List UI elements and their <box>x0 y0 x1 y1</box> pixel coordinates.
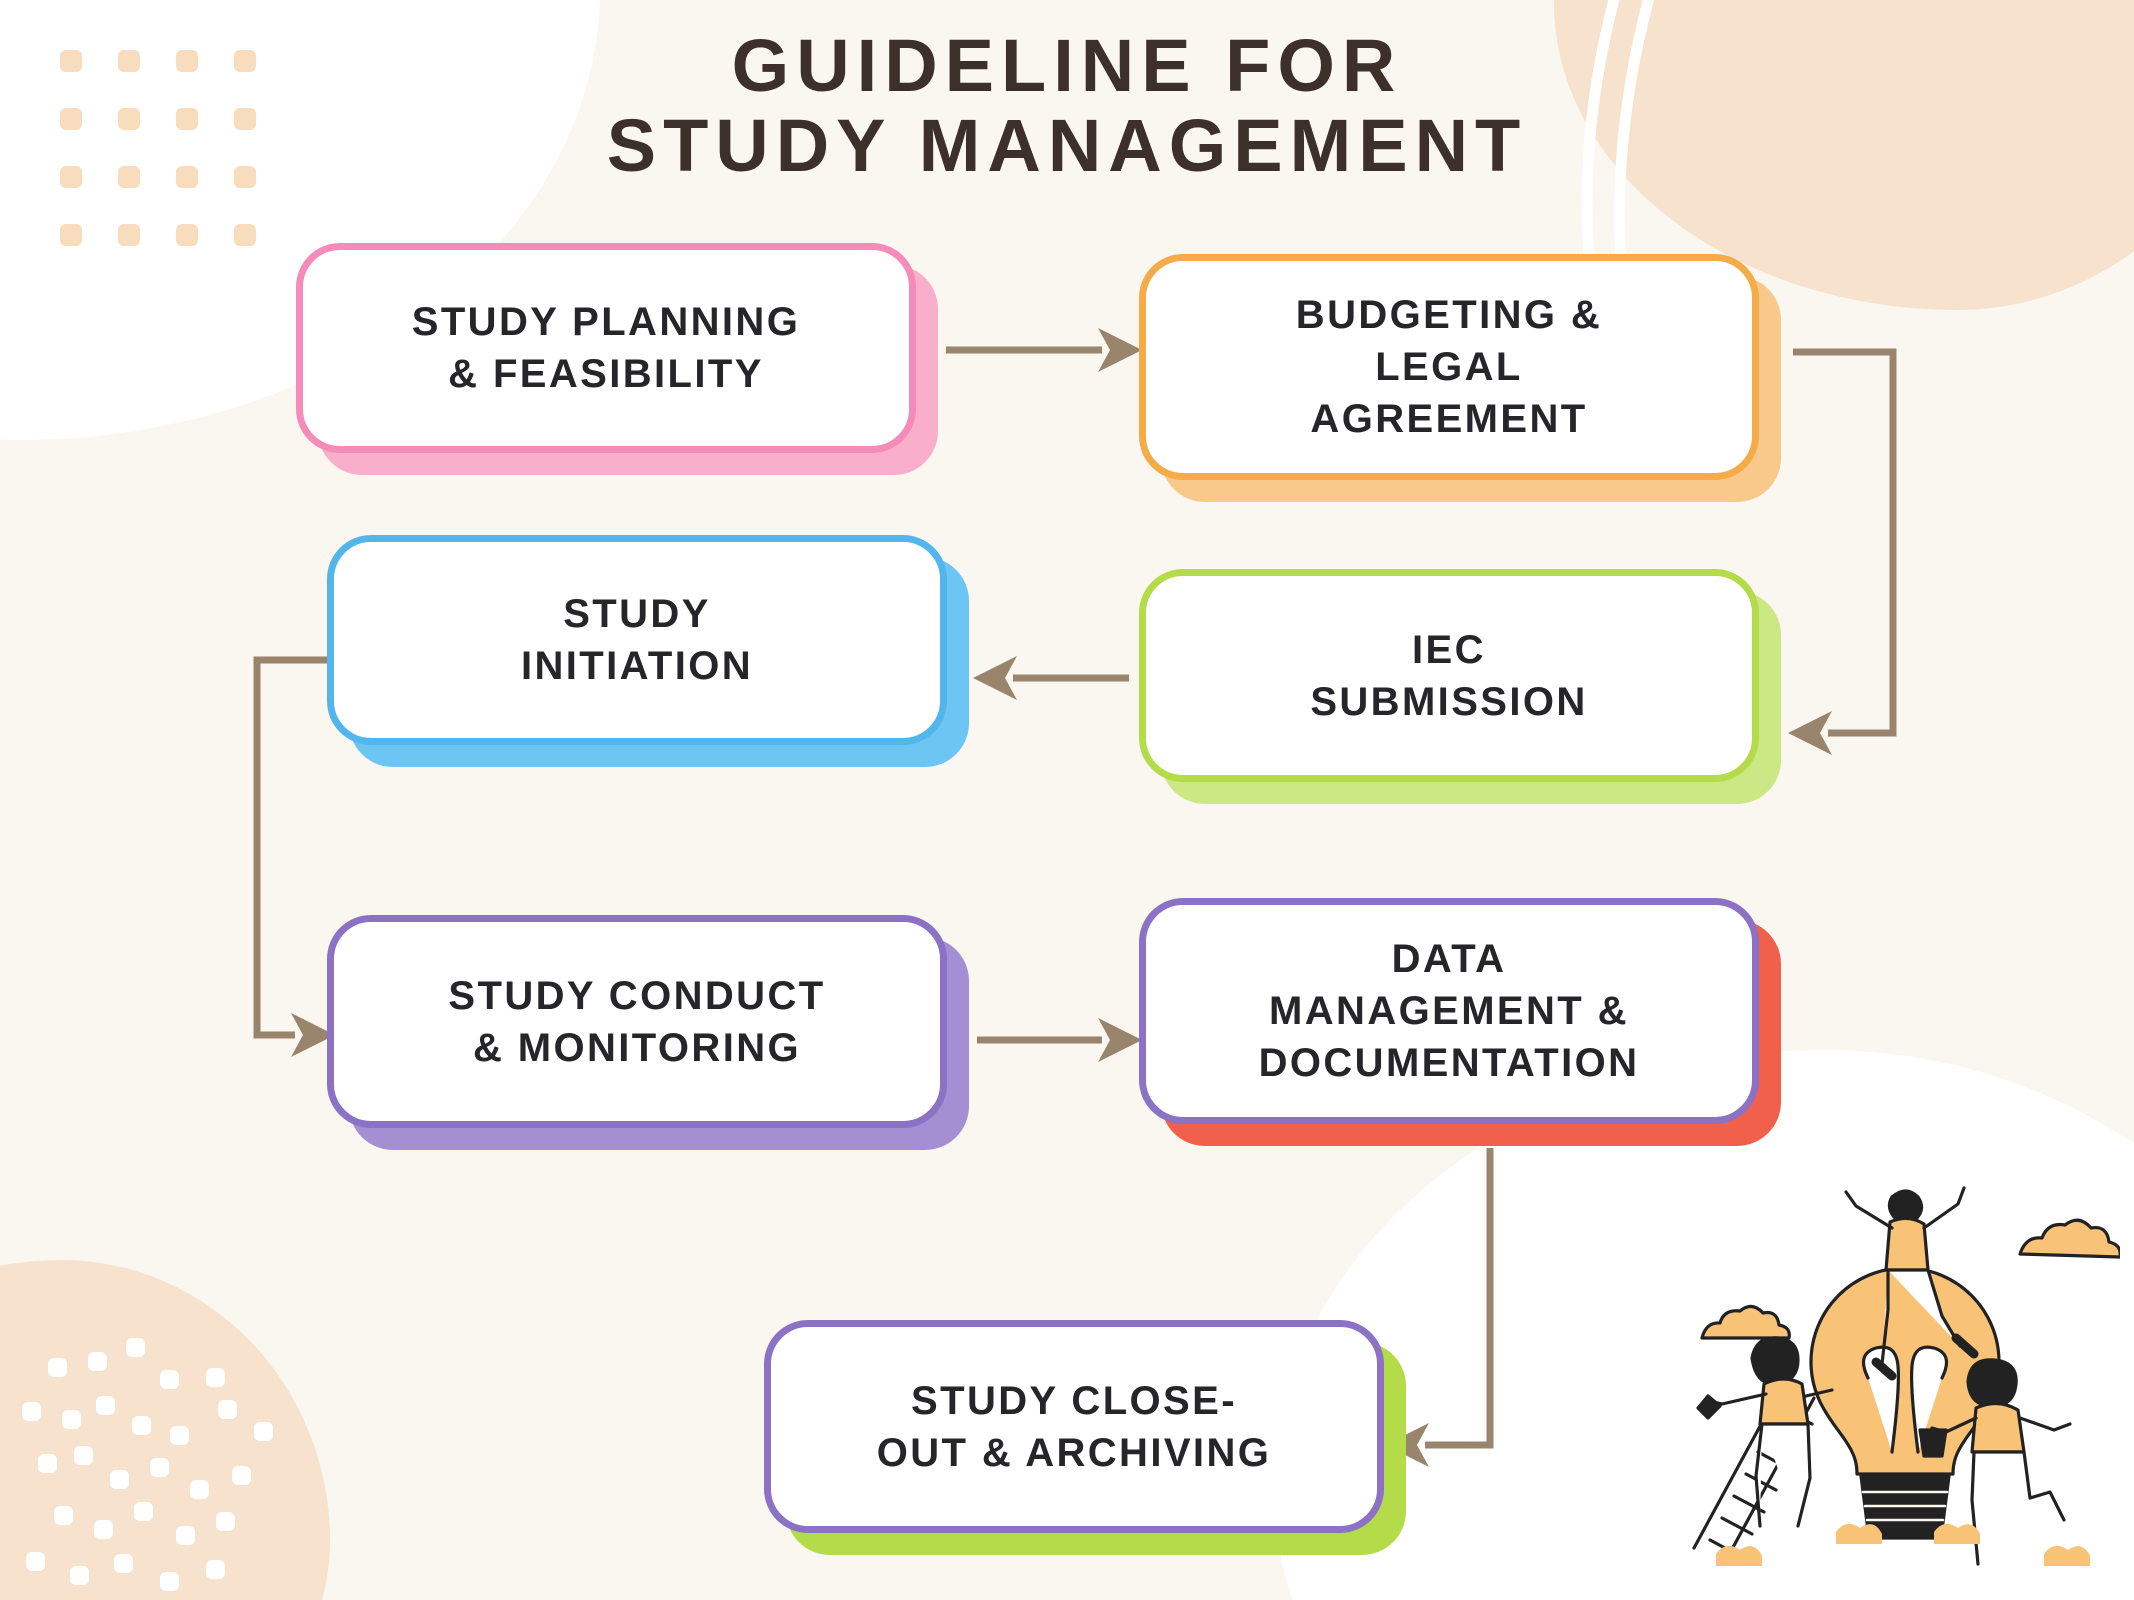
flow-node-study-planning-feasibility[interactable]: STUDY PLANNING & FEASIBILITY <box>296 243 938 475</box>
flow-node-card[interactable]: BUDGETING & LEGAL AGREEMENT <box>1139 254 1759 480</box>
lightbulb-icon <box>1809 1266 2001 1540</box>
person-left-icon <box>1696 1336 1834 1528</box>
cloud-right-icon <box>2018 1218 2120 1259</box>
person-right-icon <box>1918 1358 2072 1566</box>
connector-initiation-to-conduct <box>253 656 335 1057</box>
flow-node-study-close-out-archiving[interactable]: STUDY CLOSE- OUT & ARCHIVING <box>764 1320 1406 1555</box>
flow-node-label: STUDY CLOSE- OUT & ARCHIVING <box>876 1378 1272 1475</box>
flow-node-label: BUDGETING & LEGAL AGREEMENT <box>1295 293 1603 441</box>
person-celebrating-icon <box>1844 1186 1979 1381</box>
lightbulb-teamwork-illustration <box>1692 1186 2120 1566</box>
cloud-left-icon <box>1700 1304 1791 1340</box>
flow-node-card[interactable]: STUDY CLOSE- OUT & ARCHIVING <box>764 1320 1384 1533</box>
flow-node-data-management-documentation[interactable]: DATA MANAGEMENT & DOCUMENTATION <box>1139 898 1781 1146</box>
connector-budgeting-to-iec <box>1788 348 1897 755</box>
flow-node-label: STUDY INITIATION <box>520 592 754 688</box>
page-title: GUIDELINE FOR STUDY MANAGEMENT <box>606 24 1528 187</box>
flow-node-card[interactable]: STUDY INITIATION <box>327 535 947 745</box>
flow-node-label: STUDY CONDUCT & MONITORING <box>448 973 826 1070</box>
flow-node-budgeting-legal-agreement[interactable]: BUDGETING & LEGAL AGREEMENT <box>1139 254 1781 502</box>
flow-node-card[interactable]: DATA MANAGEMENT & DOCUMENTATION <box>1139 898 1759 1124</box>
flow-node-card[interactable]: STUDY CONDUCT & MONITORING <box>327 915 947 1128</box>
connector-planning-to-budgeting <box>946 328 1142 372</box>
flow-node-label: IEC SUBMISSION <box>1310 627 1588 724</box>
flow-node-study-conduct-monitoring[interactable]: STUDY CONDUCT & MONITORING <box>327 915 969 1150</box>
flow-node-card[interactable]: STUDY PLANNING & FEASIBILITY <box>296 243 916 453</box>
flow-node-iec-submission[interactable]: IEC SUBMISSION <box>1139 569 1781 804</box>
connector-conduct-to-data <box>977 1018 1142 1062</box>
flow-node-label: STUDY PLANNING & FEASIBILITY <box>411 300 801 396</box>
flow-node-label: DATA MANAGEMENT & DOCUMENTATION <box>1258 937 1640 1085</box>
ground-tufts-icon <box>1716 1523 2090 1566</box>
connector-iec-to-initiation <box>973 656 1129 700</box>
connector-data-to-closeout <box>1385 1148 1494 1467</box>
flow-node-study-initiation[interactable]: STUDY INITIATION <box>327 535 969 767</box>
flow-node-card[interactable]: IEC SUBMISSION <box>1139 569 1759 782</box>
